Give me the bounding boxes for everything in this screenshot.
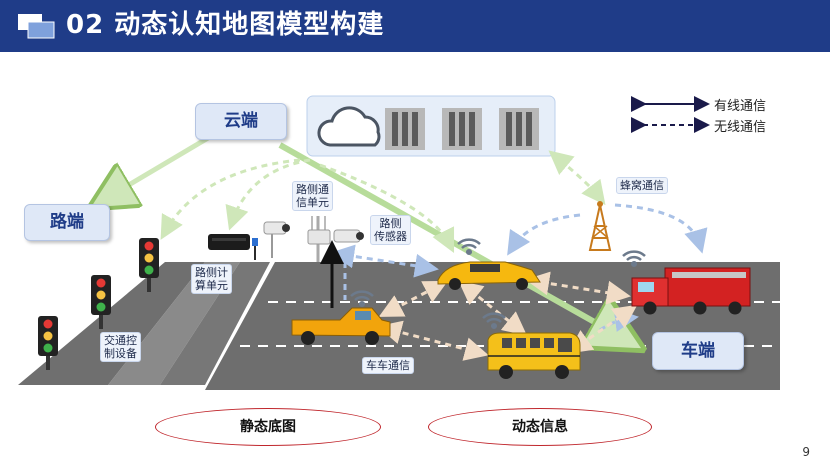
cloud-to-roadside-arrow [100,135,210,202]
fire-truck-icon [631,267,751,315]
cloud-node: 云端 [195,103,287,140]
sports-car-icon [437,261,541,290]
header-bar: 02 动态认知地图模型构建 [0,0,830,52]
roadside-compute-icon [208,234,258,260]
roadside-compute-label: 路侧计 算单元 [191,264,232,294]
pickup-truck-icon [291,307,391,345]
traffic-light-icon [91,275,111,329]
static-map-ellipse: 静态底图 [155,408,381,446]
page-title: 02 动态认知地图模型构建 [66,10,385,40]
page-number: 9 [802,445,810,459]
wifi-icon [622,250,646,268]
v2v-arrow-3 [377,320,489,361]
v2v-arrow-1 [378,280,448,317]
rsu-to-car-arrow [330,244,439,278]
camera-icon [263,221,290,258]
wifi-icon [482,312,506,330]
legend-wireless-text: 无线通信 [714,120,767,135]
wifi-icon [350,290,374,308]
dynamic-info-ellipse: 动态信息 [428,408,652,446]
cell-tower-icon [588,201,612,251]
server-rack-icon [385,108,539,150]
wifi-icon [457,238,481,256]
rsu-antenna-icon [307,216,331,262]
v2v-arrow-2 [525,271,631,305]
side-road [18,262,205,385]
cloud-cell-wireless-arrow [548,150,606,206]
traffic-light-icon [139,238,159,292]
cloud-rsu-wireless-arrow [225,158,311,231]
cloud-car-wireless-arrow [319,163,455,254]
traffic-control-label: 交通控 制设备 [100,332,141,362]
cloud-roadside-wireless-arrow [160,158,301,240]
roadside-sensor-label: 路侧 传感器 [370,215,411,245]
cellular-label: 蜂窝通信 [616,177,668,194]
cell-to-car-arrow [507,213,581,256]
roadside-node: 路端 [24,204,110,241]
traffic-light-icon [38,316,58,370]
cloud-icon [317,106,381,147]
school-bus-icon [487,332,581,379]
roadside-comm-label: 路侧通 信单元 [292,181,333,211]
legend-wired-text: 有线通信 [714,99,767,114]
roadside-sensor-icon [333,229,364,243]
cell-to-truck-arrow [614,203,708,254]
v2v-label: 车车通信 [362,357,414,374]
side-road-edge [160,262,270,385]
slide-logo-icon [18,14,55,39]
vehicle-node: 车端 [652,332,744,370]
